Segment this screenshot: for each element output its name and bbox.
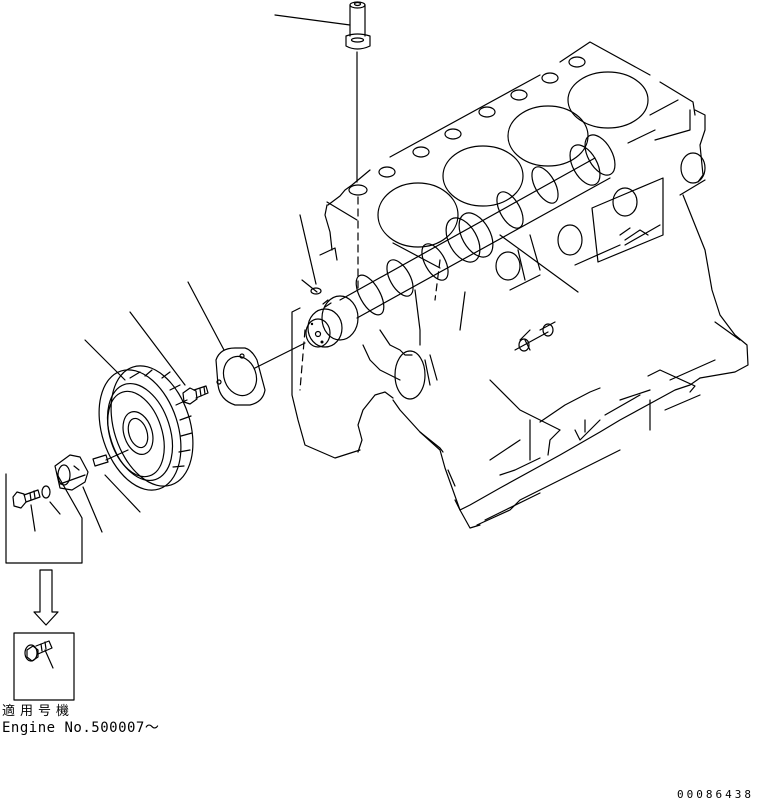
gear-hub-leader-line	[83, 487, 102, 532]
camshaft-leader-line	[300, 215, 316, 284]
bolt	[130, 312, 208, 404]
applicability-label-engine-no: Engine No.500007～	[2, 720, 160, 736]
applicability-label-jp: 適用号機	[2, 704, 75, 719]
plug-leader-line	[275, 15, 350, 25]
down-arrow-icon	[34, 570, 58, 625]
camshaft-gear	[85, 340, 208, 501]
thrust-plate-leader-line	[188, 282, 224, 350]
drawing-number: 00086438	[677, 788, 754, 801]
camshaft-front-journal	[322, 296, 358, 340]
thrust-plate-axis-line	[255, 343, 305, 368]
key-pin	[93, 450, 140, 512]
plug-part	[275, 2, 370, 290]
camshaft	[300, 130, 621, 347]
inset-washer-leader-line	[50, 502, 60, 514]
inset-box-bottom	[14, 633, 74, 700]
inset-box-top	[6, 474, 82, 563]
inset-bolt-leader-line	[31, 505, 35, 531]
engine-block	[292, 42, 748, 528]
inset-washer	[42, 486, 50, 498]
block-hidden-edge	[500, 235, 578, 292]
key-pin-leader-line	[105, 475, 140, 512]
thrust-plate	[188, 282, 305, 405]
bolt-leader-line	[130, 312, 185, 385]
flange-bolt-leader-line	[45, 650, 53, 668]
gear-leader-line	[85, 340, 125, 380]
